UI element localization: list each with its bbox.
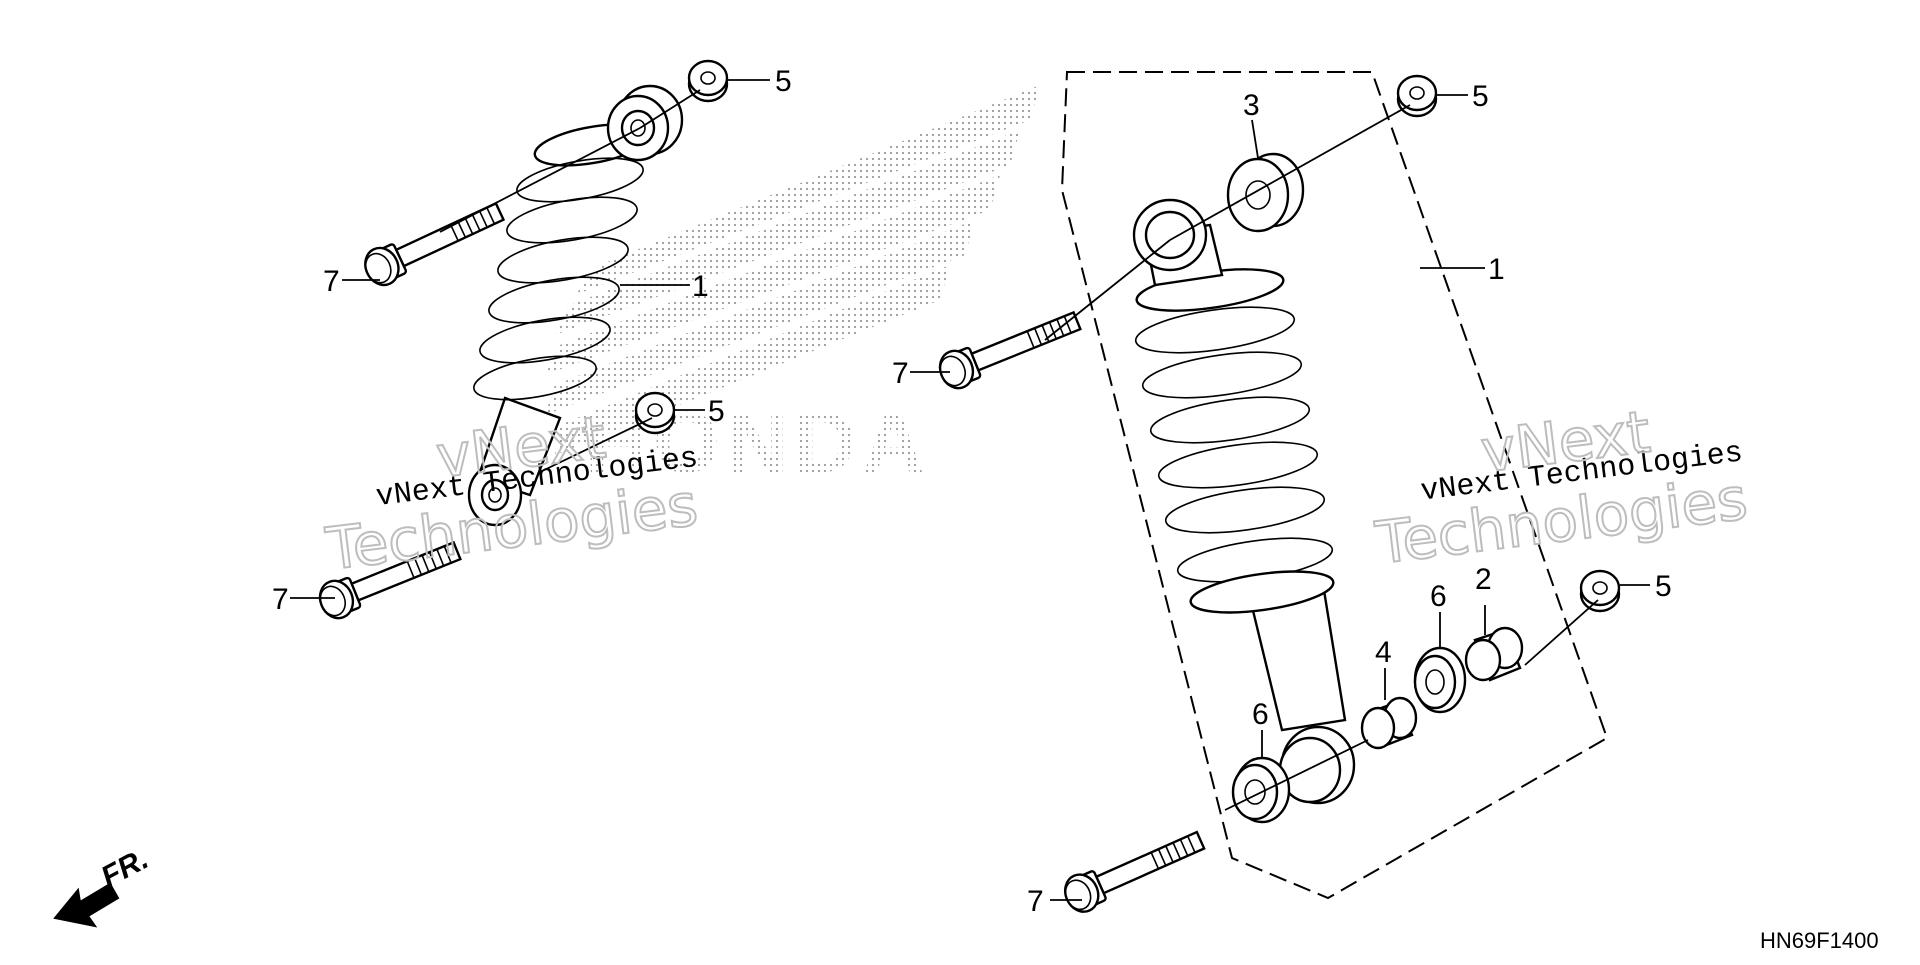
callout-right-collar-long: 2 (1475, 563, 1492, 596)
right-bushing-top (1226, 152, 1305, 233)
right-seal-outer (1231, 756, 1291, 824)
watermark-right: vNext Technologies vNext Technologies (1371, 397, 1752, 579)
right-top-nut (1396, 74, 1438, 118)
right-top-bolt (933, 301, 1086, 395)
callout-right-seal-inner: 6 (1430, 580, 1447, 613)
left-bottom-nut (634, 391, 676, 435)
callout-right-seal-outer: 6 (1252, 698, 1269, 731)
front-direction-arrow: FR. (53, 842, 154, 928)
callout-left-bottom-nut: 5 (708, 395, 725, 428)
callout-left-shock: 1 (692, 270, 709, 303)
left-top-nut (687, 59, 729, 103)
right-bottom-bolt (1058, 821, 1210, 919)
right-assembly-frame (1060, 71, 1609, 900)
callout-left-top-bolt: 7 (323, 265, 340, 298)
callout-left-bottom-bolt: 7 (272, 583, 289, 616)
right-seal-inner (1413, 646, 1467, 714)
callout-right-collar-short: 4 (1375, 636, 1392, 669)
right-bottom-nut (1579, 569, 1621, 613)
callout-right-bottom-bolt: 7 (1027, 885, 1044, 918)
callout-right-bushing-top: 3 (1243, 89, 1260, 122)
right-shock-absorber (1132, 198, 1356, 805)
callout-right-bottom-nut: 5 (1655, 570, 1672, 603)
left-shock-absorber (467, 84, 684, 527)
callout-right-top-bolt: 7 (892, 357, 909, 390)
callout-right-top-nut: 5 (1472, 80, 1489, 113)
callout-left-top-nut: 5 (775, 65, 792, 98)
callout-right-shock: 1 (1488, 253, 1505, 286)
right-collar-long (1464, 626, 1524, 682)
diagram-reference-code: HN69F1400 (1760, 928, 1879, 953)
right-collar-short (1360, 696, 1418, 750)
